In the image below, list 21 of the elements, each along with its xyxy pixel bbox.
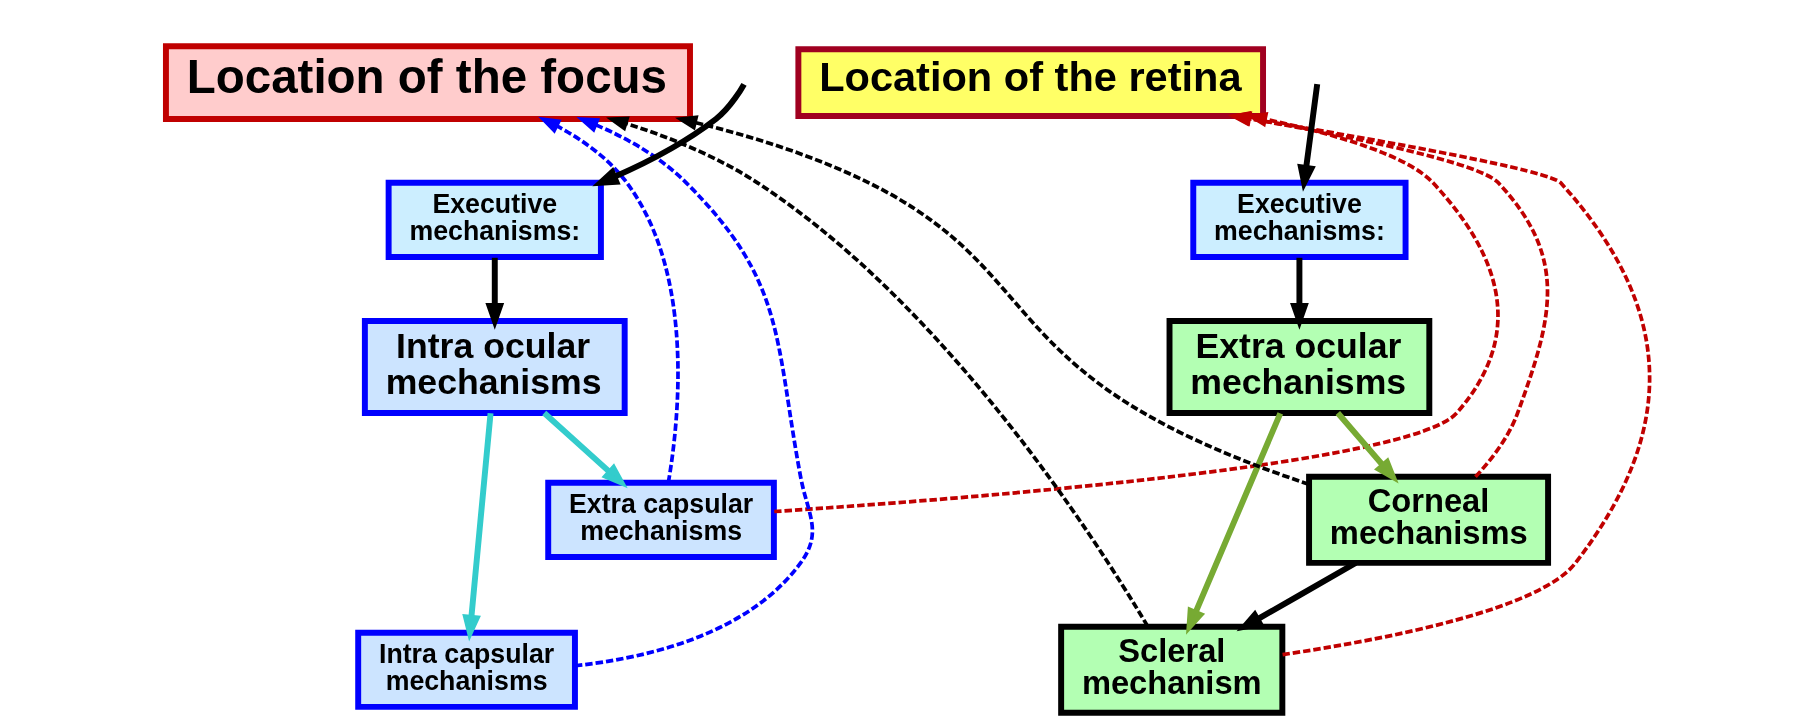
arrow [574,117,814,668]
node-box: Corneal mechanisms [1305,473,1551,566]
arrow [541,410,628,489]
arrow [591,82,747,187]
arrow [1289,257,1309,330]
node-box: Intra ocular mechanisms [361,317,628,416]
arrow [484,257,504,330]
node-box: Scleral mechanism [1057,623,1285,716]
node-box: Extra capsular mechanisms [544,479,777,560]
node-box: Extra ocular mechanisms [1166,317,1432,416]
node-box: Intra capsular mechanisms [354,629,578,710]
arrow [1335,411,1399,484]
arrow [537,116,680,483]
arrow [674,115,1309,486]
arrow [1185,412,1283,635]
arrow [461,413,493,642]
node-box: Executive mechanisms: [385,179,604,261]
node-box: Executive mechanisms: [1189,179,1409,261]
node-box: Location of the retina [794,46,1266,119]
node-box: Location of the focus [162,43,693,122]
arrow [1296,83,1320,192]
